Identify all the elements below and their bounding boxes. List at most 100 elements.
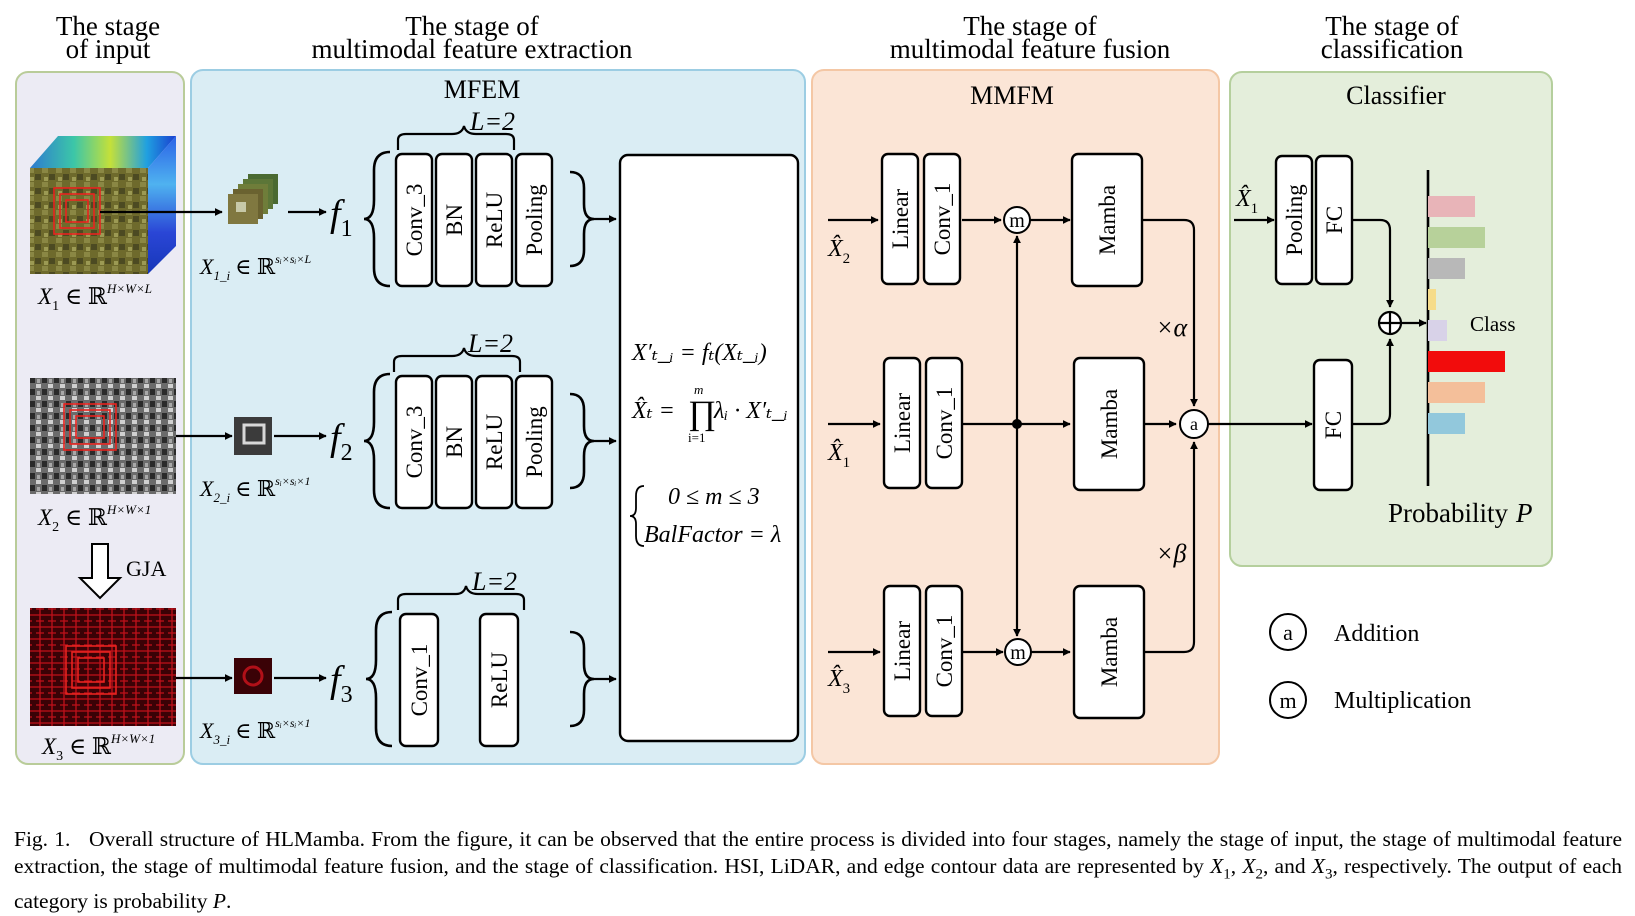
junction-dot [1012,419,1022,429]
fusion-linear-block-2: Linear [882,584,922,718]
mmfm-title: MMFM [970,81,1054,110]
left-brace-branch3 [365,610,393,748]
ext-branch1-block-2: ReLU [474,152,514,288]
classifier-pooling-block: Pooling [1274,154,1314,286]
fusion-mamba-block-2: Mamba [1072,584,1146,720]
x3hat-input-label: X̂3 [827,665,850,697]
classifier-input-label: X̂1 [1235,185,1258,217]
x1-input-label: X1∈ ℝH×W×L [37,281,152,314]
condition-balfactor: BalFactor = λ [644,522,781,548]
formula-eq2-lhs: X̂ₜ = [631,397,675,424]
probability-bar-4 [1428,320,1447,341]
formula-eq2-product: ∏ [688,395,716,432]
left-brace-branch1 [363,150,391,288]
fusion-mamba-block-1: Mamba [1072,356,1146,492]
probability-bars [1428,196,1505,434]
probability-bar-5 [1428,351,1505,372]
figure-caption: Fig. 1. Overall structure of HLMamba. Fr… [14,826,1622,915]
x1hat-input-label: X̂1 [827,439,850,471]
classifier-fc-bottom-block: FC [1312,358,1354,492]
fusion-mamba-block-0: Mamba [1070,152,1144,288]
legend-addition-label: Addition [1334,621,1419,647]
caption-respectively: , respectively. The output of each categ… [14,854,1623,914]
layer-count-branch1: L=2 [469,107,515,136]
ext-branch3-block-0: Conv_1 [398,612,440,748]
header-classification-line1: The stage of [1325,11,1458,41]
x2i-patch-label: X2_i∈ ℝsᵢ×sᵢ×1 [199,474,311,505]
probability-bar-1 [1428,227,1485,248]
caption-comma: , [1230,854,1237,878]
fusion-linear-block-2-label: Linear [890,621,915,681]
fusion-conv-block-0-label: Conv_1 [930,183,955,256]
fusion-mamba-block-0-label: Mamba [1095,185,1120,255]
x2hat-input-label: X̂2 [827,235,850,267]
hsi-patch-image [228,174,278,224]
probability-bar-0 [1428,196,1475,217]
legend-addition-icon [1269,613,1307,651]
edge-contour-image [30,608,176,726]
caption-x2: X [1242,854,1256,878]
arrow-mamba-top-to-add [1143,218,1198,407]
ext-branch1-block-3-label: Pooling [522,184,547,256]
probability-bar-7 [1428,413,1465,434]
ext-branch1-block-2-label: ReLU [482,192,507,249]
ext-branch3-block-1-label: ReLU [487,652,512,709]
fusion-conv-block-1: Conv_1 [924,356,964,490]
header-extraction-line1: The stage of [405,11,538,41]
fusion-conv-block-2-label: Conv_1 [932,615,957,688]
layer-count-branch3: L=2 [471,567,517,596]
x3i-patch-label: X3_i∈ ℝsᵢ×sᵢ×1 [199,716,311,747]
fusion-linear-block-0: Linear [880,152,920,286]
arrow-fc-bottom-to-sum [1353,338,1394,426]
formula-eq2-bottom: i=1 [688,430,705,445]
fusion-linear-block-0-label: Linear [888,189,913,249]
ext-branch2-block-1-label: BN [442,426,467,458]
hsi-cube-image [30,136,176,274]
x1i-patch-label: X1_i∈ ℝsᵢ×sᵢ×L [199,252,311,283]
ext-branch1-block-0: Conv_3 [394,152,434,288]
fusion-conv-block-0: Conv_1 [922,152,962,286]
probability-bar-2 [1428,258,1465,279]
ext-branch2-block-0-label: Conv_3 [402,406,427,479]
multiply-node-top-symbol: m [1009,210,1025,232]
fusion-linear-block-1-label: Linear [890,393,915,453]
caption-fig-number: Fig. 1. [14,827,71,851]
formula-box [618,153,800,743]
ext-branch3-block-1: ReLU [478,612,520,748]
legend-multiplication-label: Multiplication [1334,688,1471,714]
classifier-pooling-block-label: Pooling [1282,184,1307,256]
probability-bar-6 [1428,382,1485,403]
fusion-conv-block-2: Conv_1 [924,584,964,718]
lidar-image [30,378,176,494]
l-brace-branch3 [396,585,526,610]
left-brace-branch2 [363,372,391,510]
l-brace-branch2 [392,347,522,372]
fusion-linear-block-1: Linear [882,356,922,490]
caption-text-main: Overall structure of HLMamba. From the f… [14,827,1623,878]
ext-branch2-block-1: BN [434,374,474,510]
header-extraction-line2: multimodal feature extraction [312,34,633,64]
header-input-line1: The stage [56,11,160,41]
classifier-fc-bottom-block-label: FC [1321,411,1346,439]
ext-branch2-block-2: ReLU [474,374,514,510]
caption-and: , and [1262,854,1306,878]
classifier-fc-top-block: FC [1314,154,1354,286]
header-input-line2: of input [66,34,151,64]
ext-branch2-block-0: Conv_3 [394,374,434,510]
caption-x1: X [1210,854,1224,878]
fusion-mamba-block-1-label: Mamba [1097,389,1122,459]
ext-branch1-block-1-label: BN [442,204,467,236]
x3-input-label: X3∈ ℝH×W×1 [41,731,155,764]
arrow-mamba-bottom-to-add [1143,441,1198,654]
class-label: Class [1470,312,1516,336]
caption-x3: X [1311,854,1325,878]
arrow-fc-top-to-sum [1353,218,1394,308]
beta-weight-label: ×β [1156,539,1187,568]
classifier-fc-top-block-label: FC [1322,206,1347,234]
l-brace-branch1 [396,125,516,150]
edge-patch-image [234,658,272,694]
